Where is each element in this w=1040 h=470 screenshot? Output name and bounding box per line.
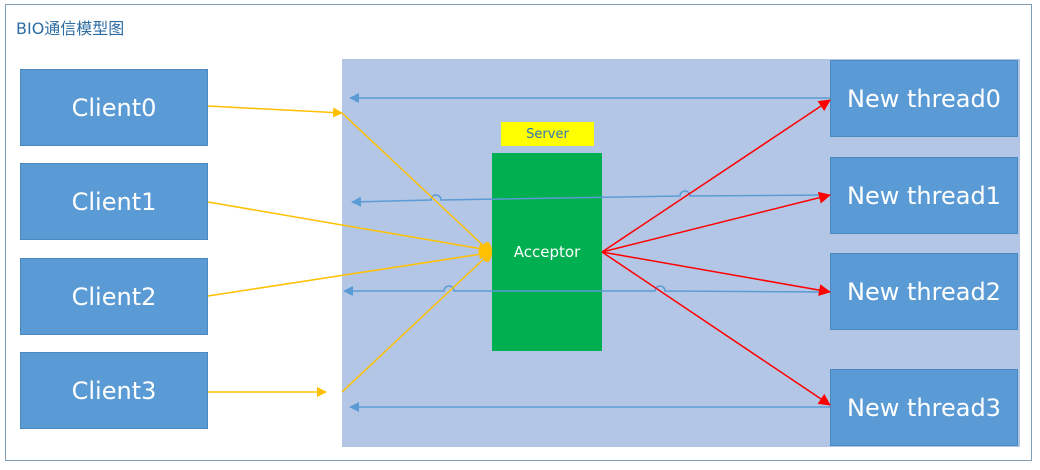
- dispatch-arrow-0: [601, 99, 831, 253]
- request-arrow-3-to-acceptor: [341, 254, 489, 393]
- request-arrow-1: [207, 201, 489, 254]
- dispatch-arrow-2: [601, 251, 831, 297]
- client-box-1: Client1: [20, 163, 208, 240]
- thread-box-0: New thread0: [830, 60, 1018, 137]
- thread-box-3: New thread3: [830, 369, 1018, 446]
- request-arrow-2: [207, 249, 489, 297]
- response-arrow-2: [343, 285, 831, 296]
- request-arrow-0-to-acceptor: [341, 112, 489, 251]
- response-arrow-1: [351, 190, 831, 207]
- client-box-2: Client2: [20, 258, 208, 335]
- diagram-title: BIO通信模型图: [16, 19, 125, 38]
- server-label: Server: [501, 122, 594, 146]
- server-label-text: Server: [526, 126, 569, 142]
- diagram-frame: [5, 4, 1032, 461]
- acceptor-box: Acceptor: [492, 153, 602, 351]
- client-box-0: Client0: [20, 69, 208, 146]
- dispatch-arrow-1: [601, 191, 831, 253]
- acceptor-inlet-dot: [482, 242, 492, 262]
- thread-box-2: New thread2: [830, 253, 1018, 330]
- request-arrow-0: [207, 105, 343, 118]
- dispatch-arrow-3: [601, 251, 831, 406]
- client-box-3: Client3: [20, 352, 208, 429]
